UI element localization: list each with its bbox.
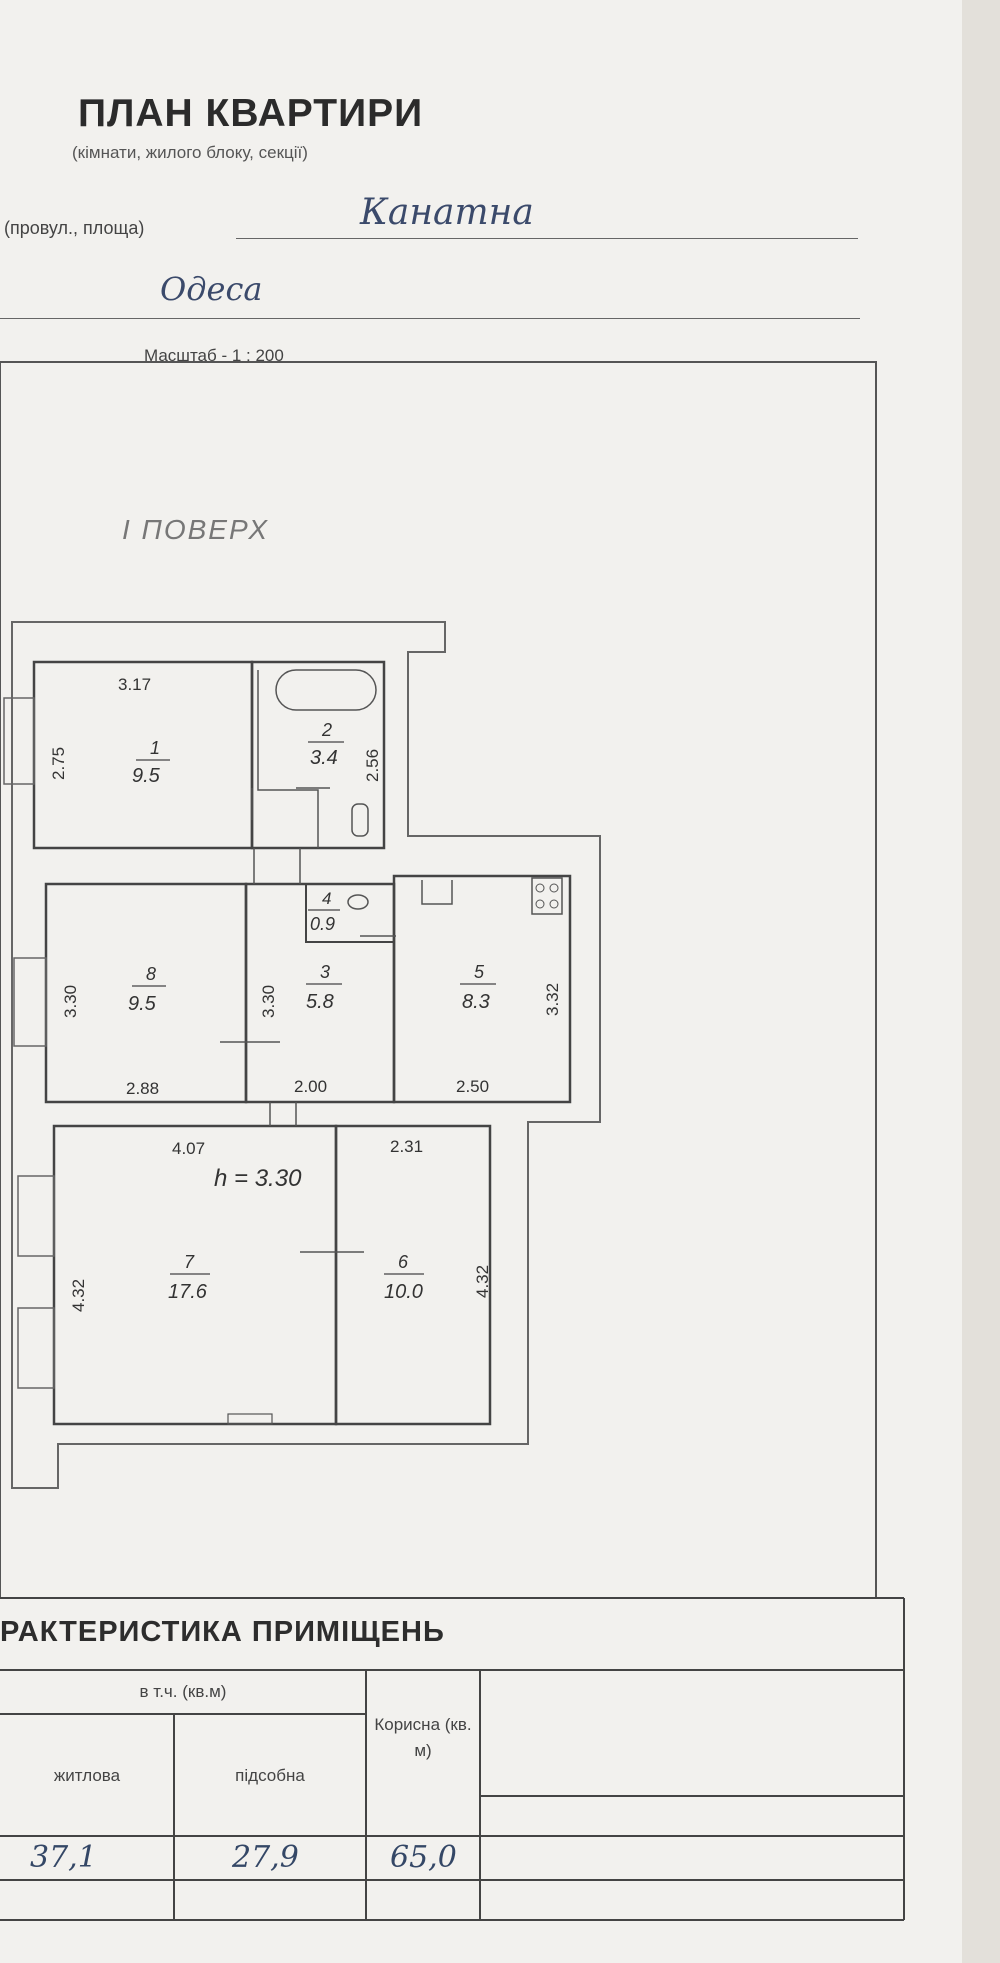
dimension-r8-width: 2.88: [126, 1079, 159, 1098]
column-auxiliary: підсобна: [235, 1766, 305, 1785]
useful-area-value: 65,0: [390, 1840, 457, 1875]
room-number: 1: [150, 738, 160, 758]
window-mark: [17, 1175, 55, 1257]
room-area: 8.3: [462, 991, 490, 1013]
dimension-r1-height: 2.75: [49, 747, 68, 780]
table-title: РАКТЕРИСТИКА ПРИМІЩЕНЬ: [0, 1616, 445, 1648]
ceiling-height: h = 3.30: [214, 1165, 302, 1192]
stove-burner-icon: [549, 899, 559, 909]
sink-icon: [347, 894, 369, 910]
group-header: в т.ч. (кв.м): [139, 1682, 227, 1701]
dimension-r6-height: 4.32: [473, 1265, 492, 1298]
dimension-r5-height: 3.32: [543, 983, 562, 1016]
stove-burner-icon: [535, 899, 545, 909]
window-mark: [17, 1307, 55, 1389]
room-number: 8: [146, 964, 156, 984]
living-area-value: 37,1: [30, 1840, 97, 1875]
dimension-r1-width: 3.17: [118, 675, 151, 694]
room-number: 5: [474, 962, 485, 982]
dimension-r6-width: 2.31: [390, 1137, 423, 1156]
door-mark: [227, 1413, 273, 1425]
plan-frame: [0, 361, 877, 1599]
city-handwritten: Одеса: [160, 270, 263, 308]
street-handwritten: Канатна: [360, 192, 534, 233]
address-line: [236, 238, 858, 239]
room-number: 6: [398, 1252, 409, 1272]
room-number: 3: [320, 962, 330, 982]
dimension-r7-height: 4.32: [69, 1279, 88, 1312]
document-title: ПЛАН КВАРТИРИ: [78, 92, 424, 135]
dimension-r5-width: 2.50: [456, 1077, 489, 1096]
bathtub-icon: [275, 669, 377, 711]
room-area: 10.0: [384, 1281, 423, 1303]
stove-burner-icon: [535, 883, 545, 893]
window-mark: [13, 957, 47, 1047]
stove-icon: [531, 877, 563, 915]
room-6-outline: [334, 1124, 492, 1426]
room-area: 9.5: [128, 993, 157, 1015]
room-area: 17.6: [168, 1281, 208, 1303]
column-living: житлова: [53, 1766, 121, 1785]
floor-plan: 3.17 2.75 2.56 3.30 2.88 3.30 2.00 3.32 …: [0, 361, 877, 1599]
city-line: [0, 318, 860, 319]
floor-label: І ПОВЕРХ: [122, 514, 270, 545]
auxiliary-area-value: 27,9: [232, 1840, 299, 1875]
kitchen-sink-icon: [421, 880, 453, 905]
room-number: 7: [184, 1252, 195, 1272]
address-label: (провул., площа): [4, 218, 145, 238]
dimension-r8-height: 3.30: [61, 985, 80, 1018]
room-area: 3.4: [310, 747, 338, 769]
room-area: 5.8: [306, 991, 334, 1013]
column-useful: Корисна (кв. м): [374, 1715, 472, 1760]
document-sheet: ПЛАН КВАРТИРИ (кімнати, жилого блоку, се…: [0, 0, 962, 1963]
document-subtitle: (кімнати, жилого блоку, секції): [72, 143, 308, 162]
scale-label: Масштаб - 1 : 200: [144, 346, 284, 365]
dimension-r3-height: 3.30: [259, 985, 278, 1018]
room-number: 4: [322, 889, 331, 908]
dimension-r7-width: 4.07: [172, 1139, 205, 1158]
toilet-icon: [351, 803, 369, 837]
dimension-r3-width: 2.00: [294, 1077, 327, 1096]
room-area: 9.5: [132, 765, 161, 787]
corridor-wall: [257, 670, 319, 848]
room-number: 2: [321, 720, 332, 740]
dimension-r2-height: 2.56: [363, 749, 382, 782]
room-area: 0.9: [310, 914, 335, 934]
stove-burner-icon: [549, 883, 559, 893]
window-mark: [3, 697, 35, 785]
room-5-outline: [392, 874, 572, 1104]
building-outline: [11, 621, 601, 1489]
